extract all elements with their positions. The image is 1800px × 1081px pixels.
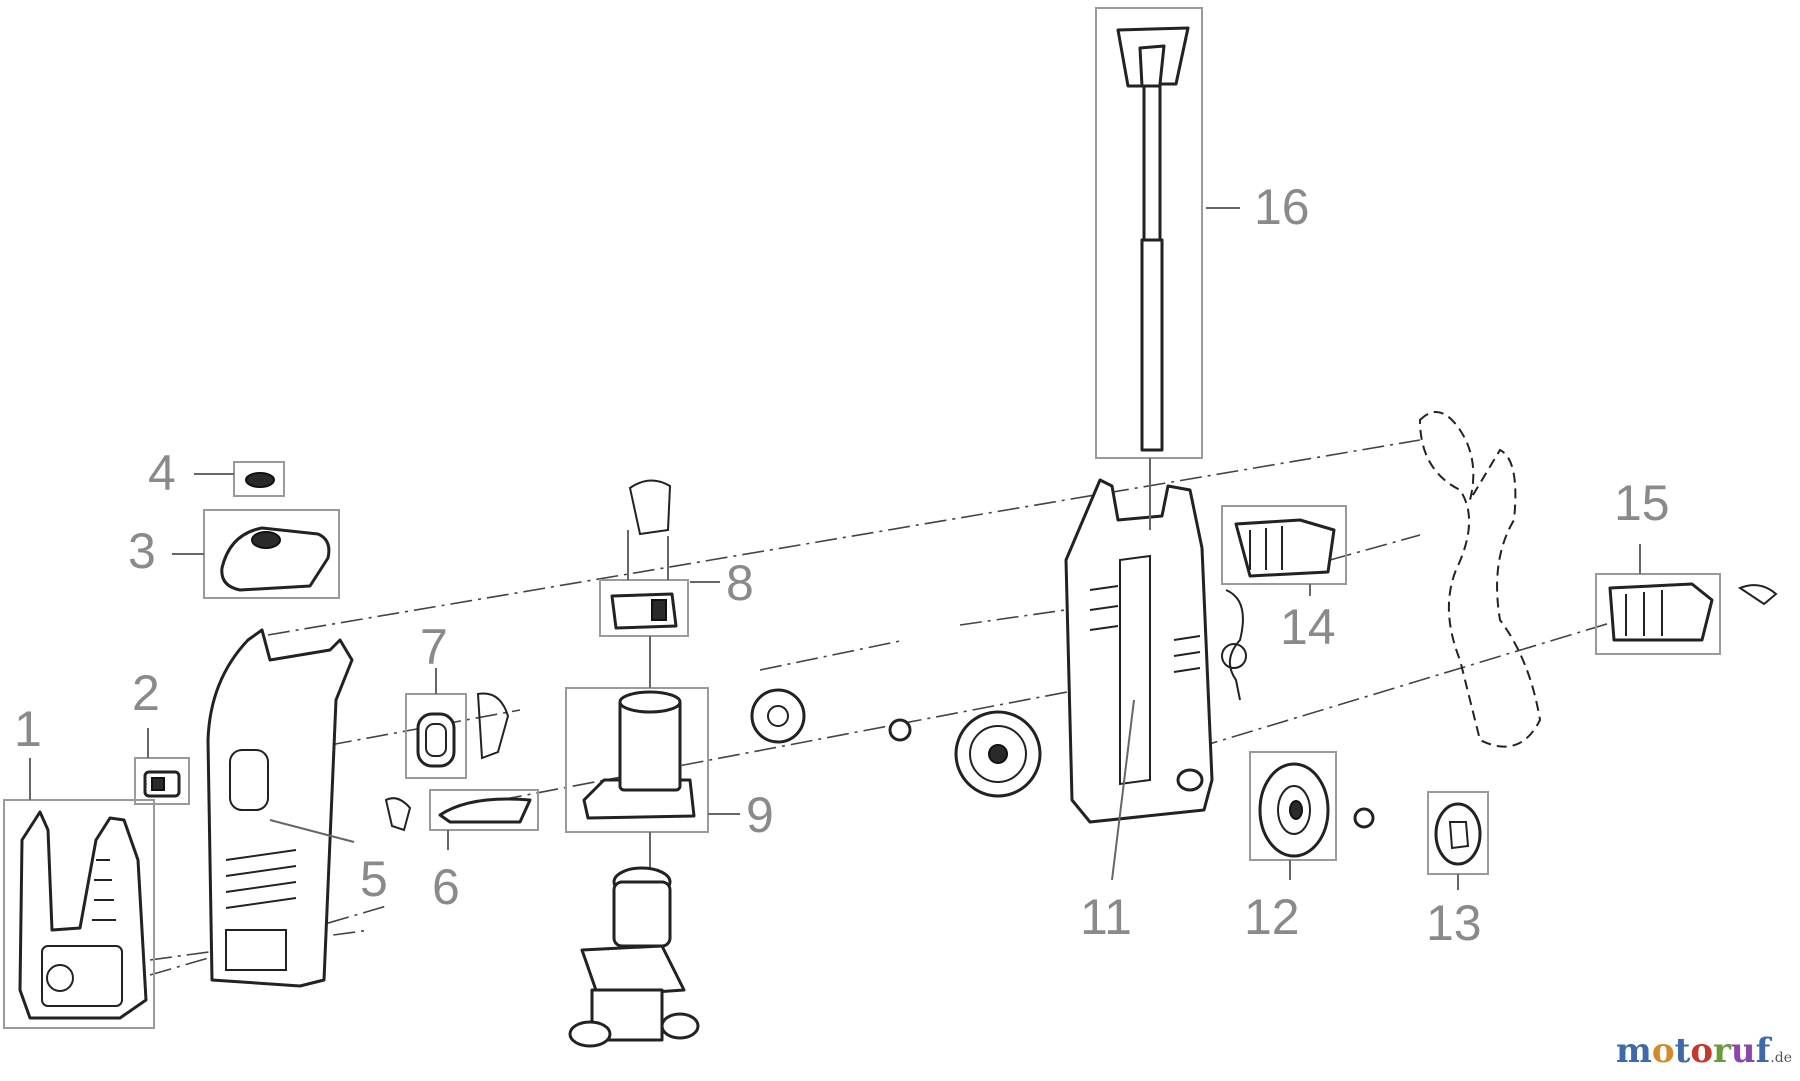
watermark-letter: t: [1674, 1031, 1691, 1071]
watermark-logo: motoruf.de: [1616, 1031, 1792, 1071]
part-8-bracket: [599, 479, 689, 637]
part-7-clamp: [405, 692, 510, 779]
part-label-4: 4: [148, 445, 176, 501]
part-1-front-cover: [3, 799, 155, 1029]
part-label-3: 3: [128, 523, 156, 579]
hose-reel: [750, 688, 1042, 798]
part-15-accessory-holder: [1595, 573, 1778, 655]
part-2-switch: [134, 757, 190, 805]
part-label-13: 13: [1426, 895, 1482, 951]
part-label-11: 11: [1080, 889, 1132, 945]
part-9-motor: [565, 636, 709, 870]
part-5-housing: [206, 628, 354, 988]
part-label-12: 12: [1244, 889, 1300, 945]
part-label-7: 7: [420, 619, 448, 675]
part-label-6: 6: [432, 859, 460, 915]
watermark-letter: o: [1651, 1031, 1675, 1071]
watermark-letter: u: [1730, 1031, 1756, 1071]
part-label-14: 14: [1280, 599, 1336, 655]
watermark-letter: r: [1713, 1031, 1731, 1071]
part-6-foot: [384, 789, 539, 832]
part-labels: 1 2 3 4 5 6 7 8 9 11 12 13 14 15 16: [14, 179, 1670, 951]
leader-lines: [29, 207, 1641, 890]
part-label-1: 1: [14, 701, 42, 757]
part-label-16: 16: [1254, 179, 1310, 235]
part-label-2: 2: [132, 665, 160, 721]
pump-assembly: [568, 866, 700, 1048]
part-4-cap: [233, 461, 285, 497]
part-13-hub-cap: [1427, 791, 1489, 875]
watermark-letter: o: [1690, 1031, 1713, 1071]
part-label-8: 8: [726, 555, 754, 611]
watermark-letter: m: [1615, 1031, 1652, 1071]
part-label-15: 15: [1614, 475, 1670, 531]
part-3-top-cover: [203, 509, 340, 599]
part-14-holder: [1221, 505, 1347, 585]
watermark-suffix: .de: [1770, 1050, 1792, 1066]
part-label-9: 9: [746, 787, 774, 843]
screw-set-outline: [1418, 411, 1542, 748]
part-label-5: 5: [360, 851, 388, 907]
part-12-wheel: [1249, 751, 1375, 861]
part-11-main-housing: [1064, 478, 1247, 824]
watermark-letter: f: [1755, 1031, 1771, 1071]
part-16-handle: [1095, 7, 1203, 530]
